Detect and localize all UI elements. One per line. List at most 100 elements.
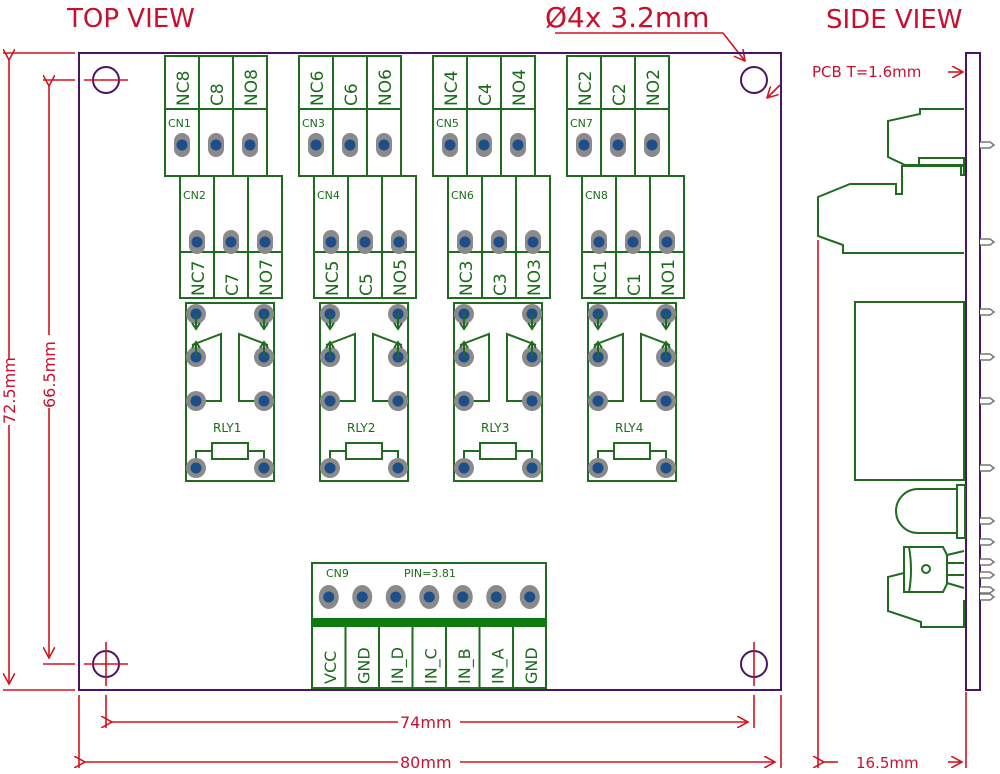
side-pin: [980, 238, 996, 246]
mounting-hole-top-right: [740, 66, 768, 94]
coil-symbol: [479, 442, 517, 460]
drill-hole: [524, 591, 536, 603]
drill-hole: [244, 139, 256, 151]
relay-footprint: RLY1: [185, 302, 275, 482]
board-outline: [78, 52, 782, 691]
drill-hole: [210, 139, 222, 151]
cn9-pin-label: GND: [522, 647, 541, 684]
pin-label: C4: [476, 83, 496, 106]
drill-hole: [459, 236, 471, 248]
drill-hole: [378, 139, 390, 151]
pin-label: NC4: [442, 71, 462, 106]
pin-label: NO6: [376, 69, 396, 106]
side-pin: [980, 464, 996, 472]
switch-arm: [593, 332, 624, 402]
cn9-pin-label: VCC: [321, 651, 340, 684]
switch-arm: [372, 332, 403, 402]
pin-label: NC7: [189, 261, 209, 296]
cn9-pin-label: IN_D: [388, 647, 408, 684]
pin-label: NO3: [525, 259, 545, 296]
drill-hole: [323, 591, 335, 603]
pin-label: NO8: [242, 69, 262, 106]
connector-label: CN8: [585, 189, 608, 202]
drill-hole: [392, 395, 404, 407]
drill-hole: [478, 139, 490, 151]
drill-hole: [593, 236, 605, 248]
drill-hole: [592, 462, 604, 474]
contact-arrow: [593, 340, 603, 357]
drill-hole: [190, 395, 202, 407]
hole-spec-leader: [555, 32, 745, 61]
drill-hole: [612, 139, 624, 151]
drill-hole: [458, 395, 470, 407]
pin-label: NC6: [308, 71, 328, 106]
dim-hole-pitch-vertical: 66.5mm: [40, 80, 75, 665]
drill-hole: [390, 591, 402, 603]
contact-arrow: [393, 314, 403, 331]
top-view-title: TOP VIEW: [66, 4, 195, 34]
dim-board-width-label: 80mm: [400, 753, 452, 772]
side-pin: [980, 593, 996, 601]
contact-arrow: [527, 314, 537, 331]
dim-board-height: 72.5mm: [0, 53, 75, 691]
cn9-pin-label: IN_A: [488, 648, 508, 684]
pcb-thickness-label: PCB T=1.6mm: [812, 63, 921, 81]
cn9-label: CN9: [326, 567, 349, 580]
drill-hole: [526, 462, 538, 474]
side-view-title: SIDE VIEW: [826, 5, 962, 35]
drill-hole: [191, 236, 203, 248]
side-pcb-edge: [965, 52, 981, 691]
contact-arrow: [393, 340, 403, 357]
drill-hole: [578, 139, 590, 151]
drill-hole: [423, 591, 435, 603]
switch-arm: [640, 332, 671, 402]
dim-side-depth-label: 16.5mm: [856, 754, 919, 772]
side-pin: [980, 353, 996, 361]
mounting-hole-top-left: [84, 66, 128, 94]
side-terminal-lower: [817, 165, 964, 254]
drill-hole: [493, 236, 505, 248]
side-pin: [980, 558, 996, 566]
hole-spec-leader-2: [767, 84, 781, 98]
pin-label: NC1: [591, 261, 611, 296]
side-pin: [980, 586, 996, 594]
side-relay-body: [854, 301, 965, 481]
switch-arm: [191, 332, 222, 402]
drill-hole: [660, 462, 672, 474]
drill-hole: [392, 462, 404, 474]
drill-hole: [646, 139, 658, 151]
drill-hole: [310, 139, 322, 151]
drill-hole: [512, 139, 524, 151]
pin-label: C7: [223, 273, 243, 296]
drill-hole: [324, 462, 336, 474]
side-pin: [980, 308, 996, 316]
pin-label: NC2: [576, 71, 596, 106]
drill-hole: [627, 236, 639, 248]
hole-spec-label: Ø4x 3.2mm: [545, 1, 709, 34]
contact-arrow: [191, 340, 201, 357]
pin-label: C2: [610, 83, 630, 106]
dim-hole-pitch-vertical-label: 66.5mm: [40, 341, 59, 408]
side-view: PCB T=1.6mm 16.5mm: [812, 52, 996, 772]
drill-hole: [458, 462, 470, 474]
dim-board-height-label: 72.5mm: [0, 357, 19, 424]
pin-label: NC5: [323, 261, 343, 296]
connector-label: CN3: [302, 117, 325, 130]
coil-symbol: [345, 442, 383, 460]
cn9-pitch-label: PIN=3.81: [404, 567, 456, 580]
switch-arm: [238, 332, 269, 402]
coil-symbol: [613, 442, 651, 460]
drill-hole: [526, 395, 538, 407]
pin-label: NO4: [510, 69, 530, 106]
connector-label: CN1: [168, 117, 191, 130]
